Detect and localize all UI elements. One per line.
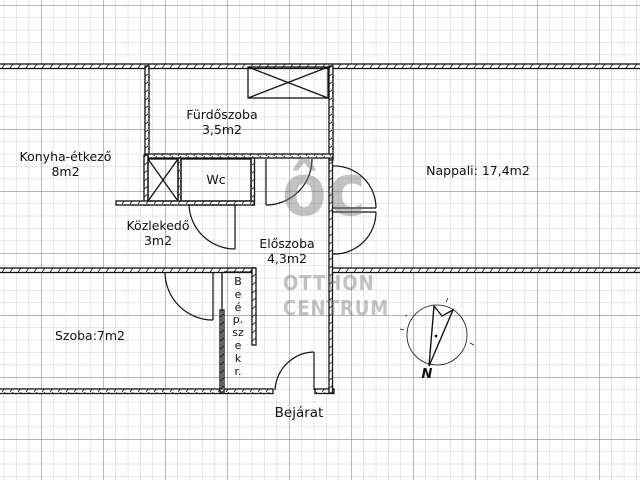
room-name: Konyha-étkező [19, 149, 112, 164]
watermark-logo: ôc [282, 148, 367, 232]
room-name: Fürdőszoba [186, 107, 258, 122]
compass-north-label: N [421, 367, 433, 382]
room-name: Előszoba [259, 236, 315, 251]
room-area: 8m2 [51, 164, 80, 179]
room-label-eloszoba: Előszoba 4,3m2 [252, 236, 322, 266]
room-label-wc: Wc [206, 172, 226, 187]
compass-icon [399, 297, 475, 367]
wardrobe-label: B e é p. sz e k r. [232, 275, 244, 378]
entrance-label: Bejárat [274, 405, 324, 421]
room-area: 4,3m2 [266, 251, 307, 266]
fixtures [147, 66, 329, 390]
room-label-kozlekedo: Közlekedő 3m2 [113, 218, 203, 248]
room-label-szoba: Szoba:7m2 [54, 328, 126, 343]
room-label-furdoszoba: Fürdőszoba 3,5m2 [172, 107, 272, 137]
room-area: 3,5m2 [201, 122, 242, 137]
watermark-line2: CENTRUM [283, 296, 390, 320]
room-area: 3m2 [143, 233, 173, 248]
watermark-line1: OTTHON [283, 271, 375, 295]
room-label-konyha: Konyha-étkező 8m2 [8, 149, 123, 179]
room-name: Közlekedő [126, 218, 190, 233]
room-label-nappali: Nappali: 17,4m2 [426, 163, 530, 178]
doors [164, 158, 377, 391]
